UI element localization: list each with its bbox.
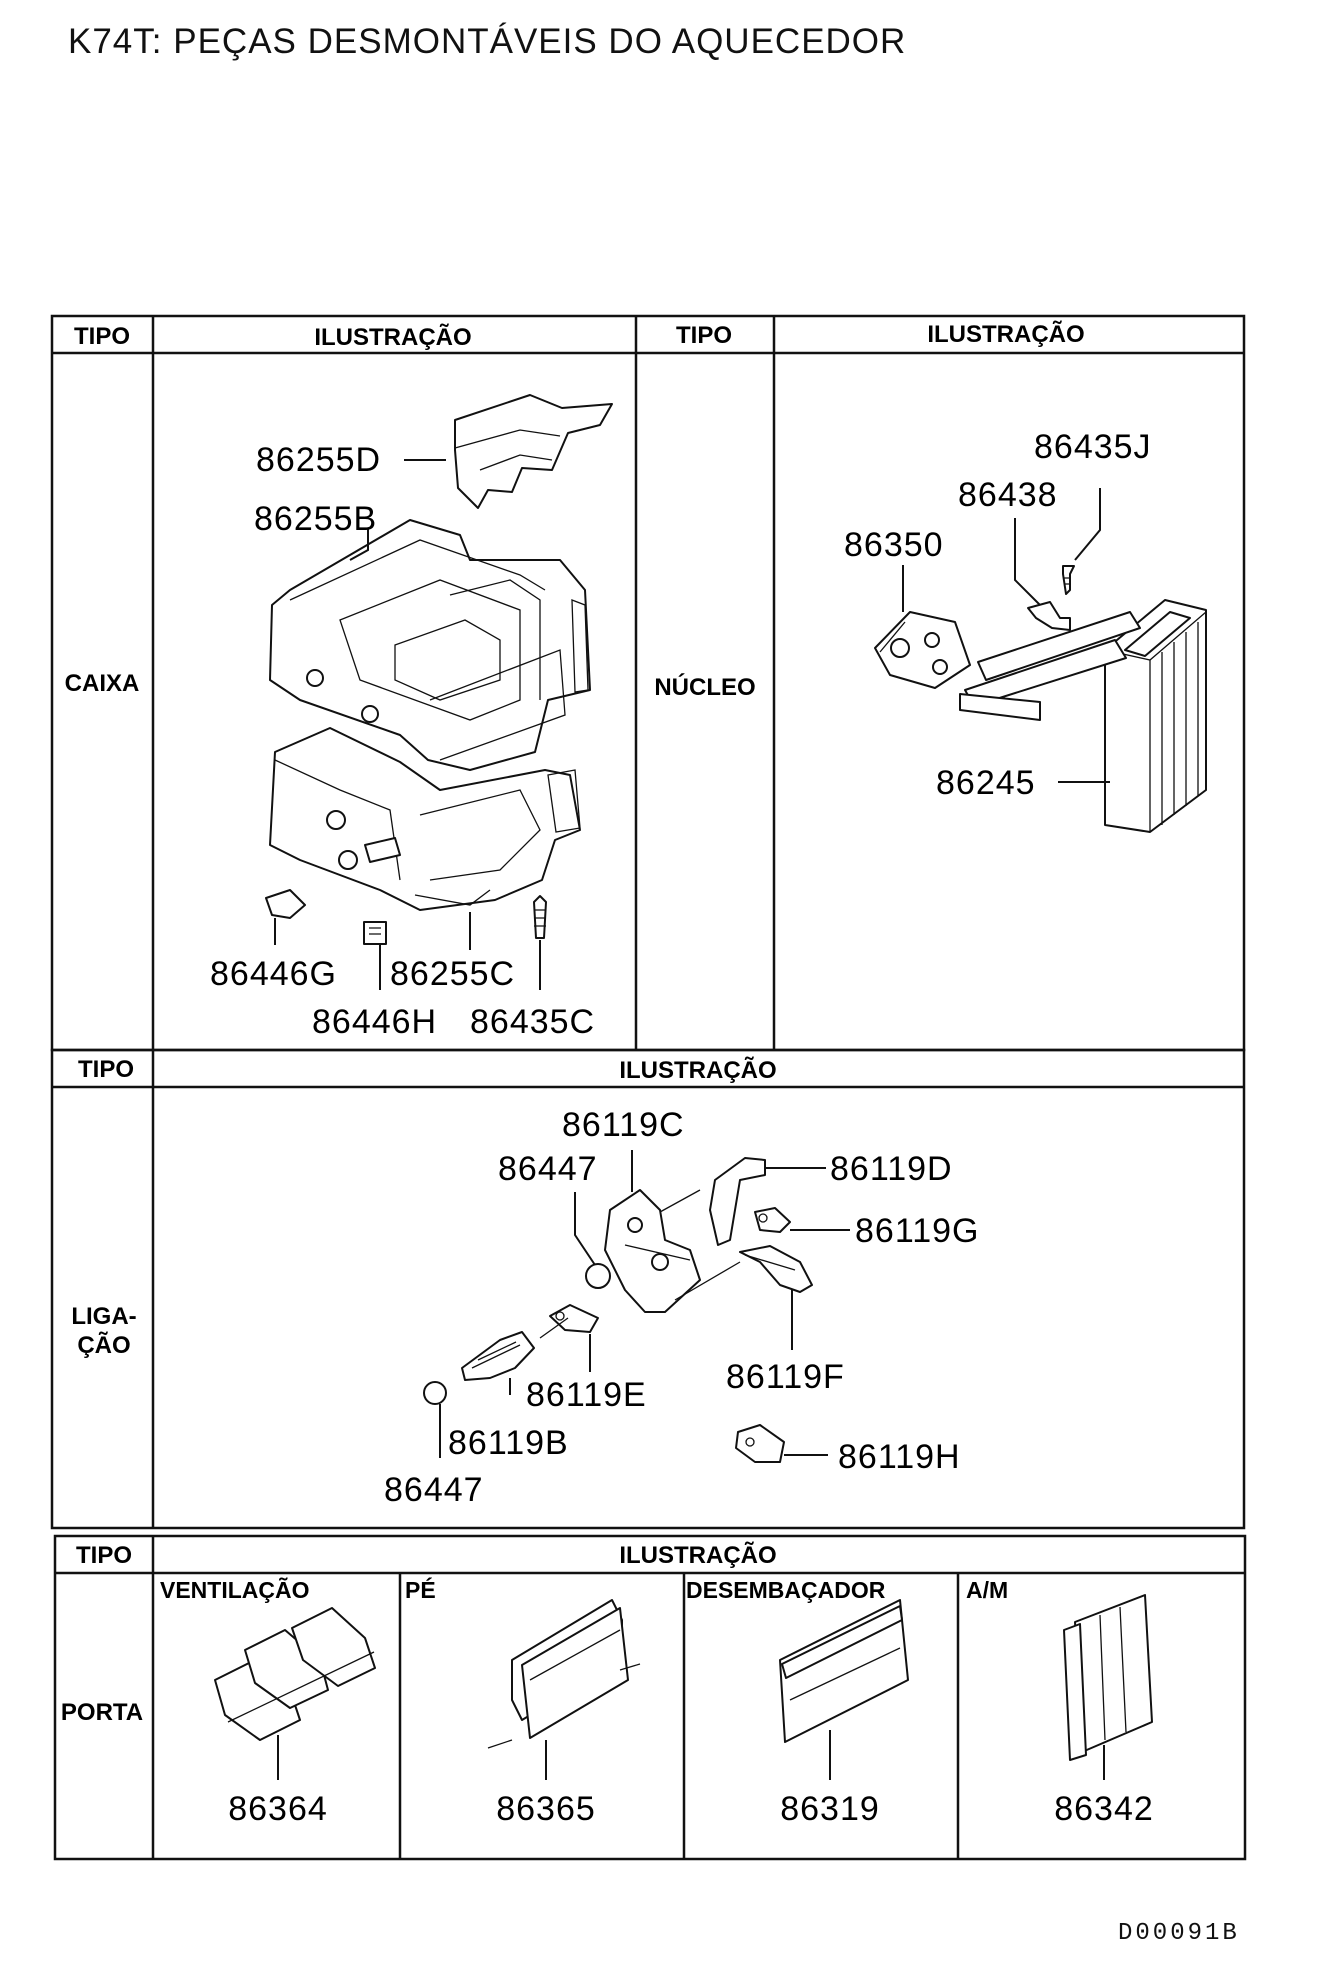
part-number-86446h: 86446H — [312, 1003, 437, 1041]
type-caixa: CAIXA — [65, 670, 140, 697]
clip-86446h-icon — [363, 921, 387, 945]
part-number-86364: 86364 — [228, 1790, 328, 1828]
page-title: K74T: PEÇAS DESMONTÁVEIS DO AQUECEDOR — [68, 22, 907, 61]
header-tipo-caixa: TIPO — [74, 323, 130, 350]
screw-86435c-icon — [533, 895, 547, 939]
door-label-pe: PÉ — [405, 1576, 436, 1603]
clip-86446g-icon — [265, 889, 306, 919]
part-number-86365: 86365 — [496, 1790, 596, 1828]
type-ligacao-line2: ÇÃO — [77, 1331, 130, 1359]
type-ligacao-line1: LIGA- — [71, 1303, 136, 1330]
part-number-86119e: 86119E — [526, 1376, 647, 1414]
header-ilustracao-caixa: ILUSTRAÇÃO — [314, 323, 471, 351]
header-tipo-porta: TIPO — [76, 1542, 132, 1569]
door-label-desembacador: DESEMBAÇADOR — [686, 1577, 886, 1603]
part-number-86447-lower: 86447 — [384, 1471, 484, 1509]
part-number-86119f: 86119F — [726, 1358, 845, 1396]
part-number-86245: 86245 — [936, 764, 1036, 802]
part-number-86119h: 86119H — [838, 1438, 961, 1476]
part-number-86446g: 86446G — [210, 955, 337, 993]
part-number-86342: 86342 — [1054, 1790, 1154, 1828]
door-label-am: A/M — [966, 1577, 1008, 1603]
header-ilustracao-porta: ILUSTRAÇÃO — [619, 1541, 776, 1569]
type-porta: PORTA — [61, 1699, 143, 1726]
header-tipo-ligacao: TIPO — [78, 1056, 134, 1083]
part-number-86435c: 86435C — [470, 1003, 595, 1041]
part-number-86255c: 86255C — [390, 955, 515, 993]
part-number-86255b: 86255B — [254, 500, 377, 538]
sheet-code: D00091B — [1118, 1920, 1240, 1947]
part-number-86119c: 86119C — [562, 1106, 685, 1144]
door-am-drawing — [1063, 1594, 1153, 1780]
part-number-86435j: 86435J — [1034, 428, 1152, 466]
table-grid — [50, 314, 1247, 1861]
part-number-86119b: 86119B — [448, 1424, 569, 1462]
header-ilustracao-nucleo: ILUSTRAÇÃO — [927, 320, 1084, 348]
part-number-86350: 86350 — [844, 526, 944, 564]
part-number-86319: 86319 — [780, 1790, 880, 1828]
part-number-86119d: 86119D — [830, 1150, 953, 1188]
door-desembacador-drawing — [779, 1599, 909, 1780]
door-label-ventilacao: VENTILAÇÃO — [160, 1576, 310, 1603]
part-number-86119g: 86119G — [855, 1212, 979, 1250]
door-pe-drawing — [487, 1599, 641, 1780]
part-number-86447-upper: 86447 — [498, 1150, 598, 1188]
linkage-drawing — [423, 1150, 850, 1463]
header-tipo-nucleo: TIPO — [676, 322, 732, 349]
part-number-86255d: 86255D — [256, 441, 381, 479]
type-nucleo: NÚCLEO — [654, 673, 755, 701]
door-ventilacao-drawing — [214, 1607, 376, 1780]
part-number-86438: 86438 — [958, 476, 1058, 514]
header-ilustracao-ligacao: ILUSTRAÇÃO — [619, 1056, 776, 1084]
heater-case-drawing — [265, 394, 613, 990]
heater-core-drawing — [874, 488, 1207, 833]
